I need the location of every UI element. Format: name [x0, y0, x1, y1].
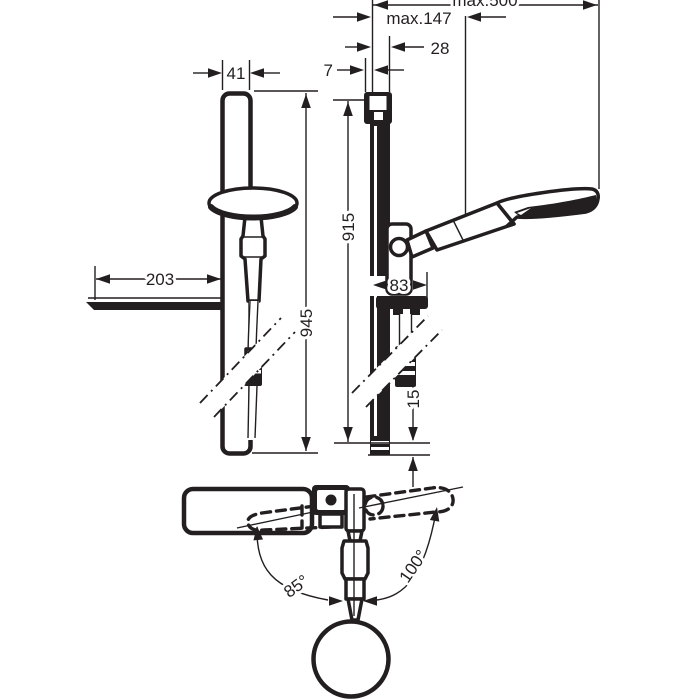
bar-end-cap — [370, 438, 390, 455]
label-swivel-left: 85° — [280, 571, 312, 601]
break-line — [351, 315, 429, 394]
bracket-base — [318, 512, 344, 529]
label-top-span: max.500 — [452, 0, 517, 10]
label-shelf-depth: 203 — [146, 270, 174, 289]
head-neck-plan — [346, 597, 364, 622]
spray-face — [514, 195, 597, 217]
hose-edge — [254, 385, 258, 439]
break-band — [200, 318, 295, 417]
handle-neck-plan — [344, 487, 366, 533]
plan-view: 85° 100° — [181, 485, 464, 699]
break-line — [365, 329, 443, 408]
guide-foot — [410, 309, 420, 315]
side-view: 915 83 15 — [333, 92, 600, 487]
hand-shower-head-plan — [311, 619, 391, 699]
label-bar-offset: 7 — [324, 61, 333, 80]
label-bar-height: 915 — [339, 213, 358, 241]
bracket-screw — [325, 494, 337, 506]
front-view: 41 203 — [86, 60, 319, 456]
swivel-arc-right — [376, 511, 437, 601]
label-bracket-depth: 28 — [431, 39, 450, 58]
break-band — [352, 316, 442, 407]
label-wall-to-head: max.147 — [386, 9, 451, 28]
pivot-cone — [405, 229, 435, 259]
angle-datum-left — [236, 511, 314, 529]
bracket-window — [369, 96, 387, 110]
label-total-height: 945 — [297, 309, 316, 337]
handle-segment-plan — [344, 577, 366, 601]
swivel-outline-right-joint — [363, 495, 385, 517]
label-bar-width: 41 — [227, 64, 246, 83]
swivel-outline-left — [246, 502, 332, 532]
bracket-slot — [374, 112, 383, 120]
shelf-front — [86, 302, 222, 310]
head-rim-shadow — [208, 204, 298, 221]
angle-datum-right — [358, 486, 464, 509]
connector-stripe — [396, 371, 415, 375]
guide-foot — [393, 309, 403, 315]
label-bottom-cap: 15 — [404, 390, 423, 409]
cap-stripe — [371, 447, 389, 450]
break-line — [213, 331, 296, 418]
hose-edge — [247, 385, 250, 439]
swivel-outline-right — [364, 485, 455, 521]
pivot-ball — [388, 236, 410, 258]
grip-line — [452, 219, 465, 243]
spray-face-notch — [517, 208, 531, 215]
hose-guide — [376, 296, 428, 309]
top-dimensions: max.500 max.147 28 7 — [321, 0, 600, 226]
handle-grip-plan — [340, 539, 370, 581]
break-line — [199, 317, 282, 404]
label-holder-depth: 83 — [390, 276, 409, 295]
